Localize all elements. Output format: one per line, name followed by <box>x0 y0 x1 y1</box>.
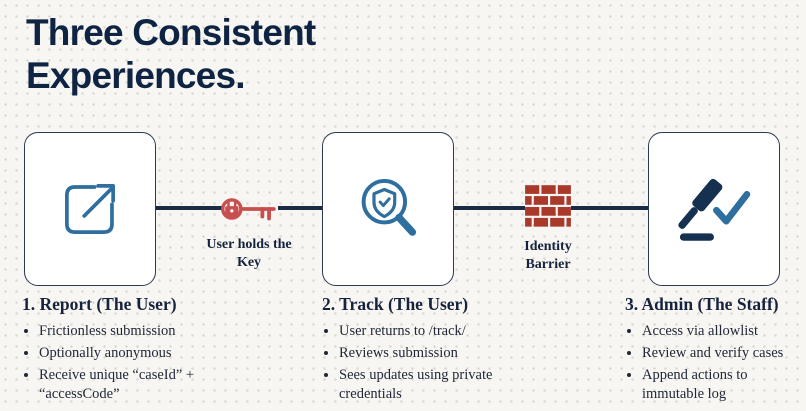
gavel-check-icon <box>675 170 753 248</box>
admin-bullet-list: Access via allowlist Review and verify c… <box>625 322 797 405</box>
bullet-item: Sees updates using private credentials <box>339 366 522 404</box>
connector-line-segment <box>452 206 525 210</box>
track-section: 2. Track (The User) User returns to /tra… <box>322 294 522 408</box>
shield-magnifier-icon <box>349 170 427 248</box>
bullet-item: Append actions to immutable log <box>642 366 797 404</box>
arrow-export-icon <box>53 172 127 246</box>
report-bullet-list: Frictionless submission Optionally anony… <box>22 322 227 405</box>
bullet-item: User returns to /track/ <box>339 322 522 341</box>
connector-line-segment <box>278 206 324 210</box>
connector-line-segment <box>571 206 650 210</box>
bullet-item: Optionally anonymous <box>39 344 227 363</box>
bullet-item: Receive unique “caseId” + “accessCode” <box>39 366 227 404</box>
key-lock-icon <box>216 188 282 230</box>
admin-card <box>648 132 780 286</box>
key-connector-label: User holds the Key <box>206 237 292 271</box>
connector-line-segment <box>154 206 222 210</box>
admin-section-heading: 3. Admin (The Staff) <box>625 294 779 314</box>
page-title: Three Consistent Experiences. <box>26 12 316 97</box>
track-bullet-list: User returns to /track/ Reviews submissi… <box>322 322 522 405</box>
track-section-heading: 2. Track (The User) <box>322 294 469 314</box>
barrier-connector-label: Identity Barrier <box>524 239 572 273</box>
report-card <box>24 132 156 286</box>
report-section-heading: 1. Report (The User) <box>22 294 177 314</box>
brick-wall-icon <box>524 183 572 231</box>
report-section: 1. Report (The User) Frictionless submis… <box>22 294 227 408</box>
bullet-item: Frictionless submission <box>39 322 227 341</box>
bullet-item: Access via allowlist <box>642 322 797 341</box>
bullet-item: Reviews submission <box>339 344 522 363</box>
page-title-line2: Experiences. <box>26 54 246 96</box>
track-card <box>322 132 454 286</box>
page-title-line1: Three Consistent <box>26 12 316 53</box>
admin-section: 3. Admin (The Staff) Access via allowlis… <box>625 294 797 408</box>
bullet-item: Review and verify cases <box>642 344 797 363</box>
